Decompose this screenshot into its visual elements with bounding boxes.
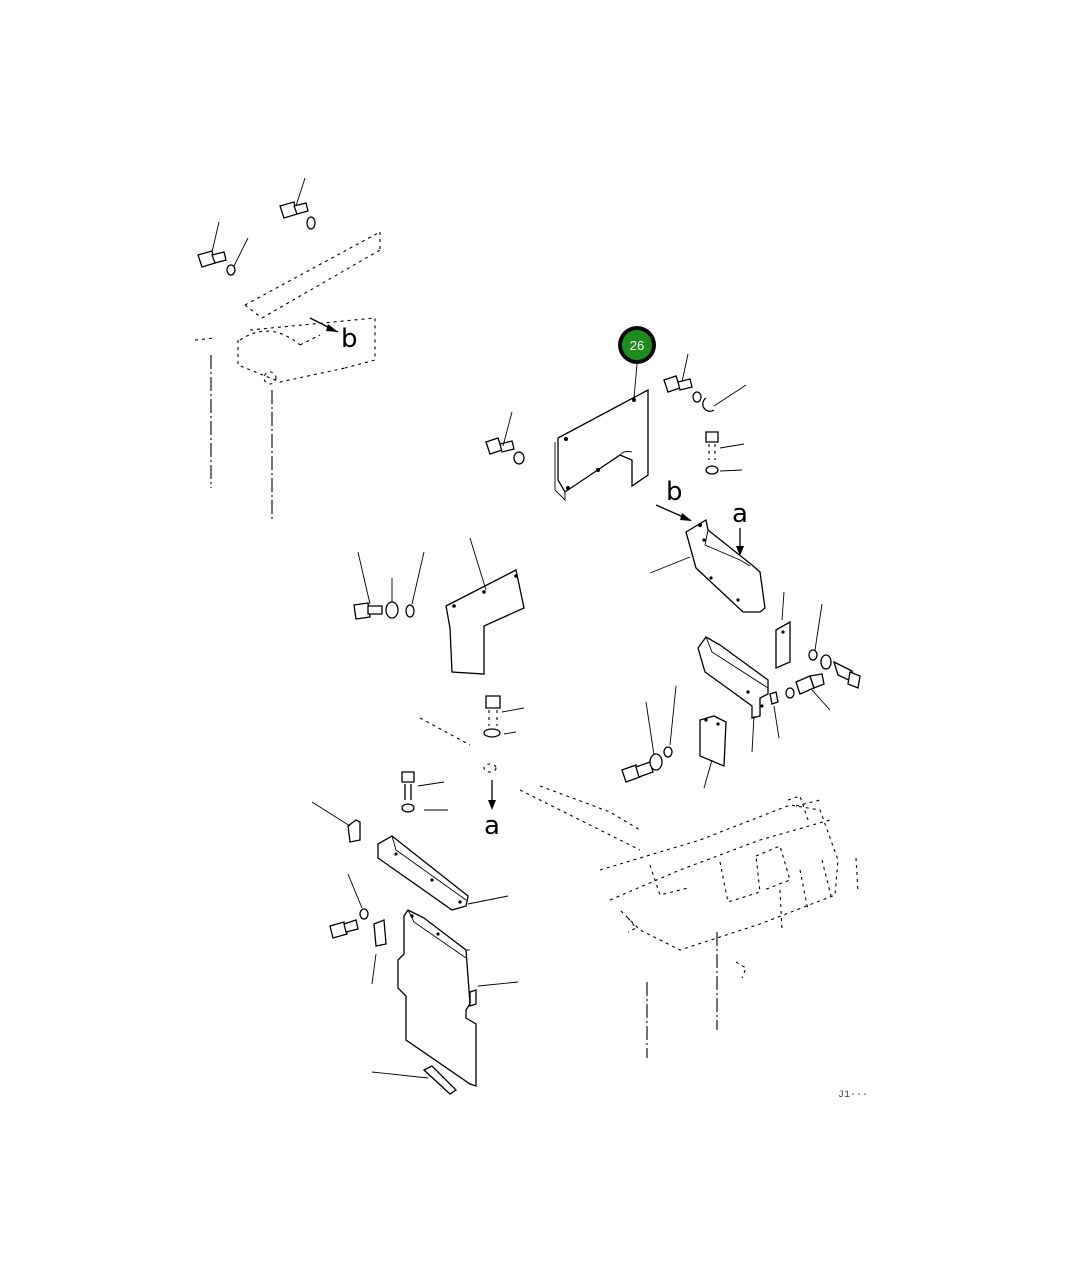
small-vertical-plate: [775, 591, 791, 669]
bolt-right-lower-1: [808, 603, 861, 689]
view-arrow-a-mid: a: [732, 499, 748, 556]
drawing-code: J1···: [838, 1090, 868, 1101]
bolt-mid-left: [353, 551, 425, 620]
bolt-vertical-right: [705, 431, 745, 475]
bolt-mid-right: [621, 685, 677, 783]
view-label-b-upper: b: [341, 324, 358, 354]
bolt-upper-1: [279, 177, 316, 230]
upper-frame-assembly: [194, 231, 381, 520]
bolt-center-vertical-2: [401, 771, 448, 813]
mid-left-cover-plate: [445, 537, 525, 675]
view-label-b-mid: b: [666, 477, 683, 507]
small-spacer-plate: [371, 919, 387, 985]
bolt-right-lower-2: [785, 673, 831, 711]
callout-badge-26[interactable]: 26: [618, 326, 656, 399]
bolt-cover-right: [663, 353, 747, 412]
bolt-upper-2: [197, 221, 249, 276]
dotted-link-1: [419, 717, 471, 746]
view-label-a-mid: a: [732, 499, 748, 529]
view-label-a-lower: a: [484, 811, 500, 841]
seal-strip: [371, 1065, 458, 1095]
long-angle-bracket: [377, 835, 509, 911]
right-bracket-panel: [649, 518, 766, 613]
callout-number: 26: [630, 338, 644, 353]
bolt-lower-left: [329, 873, 369, 939]
dotted-link-2: [519, 789, 641, 851]
large-lower-cover: [397, 909, 519, 1087]
view-arrow-b-upper: b: [309, 317, 358, 354]
view-arrow-b-mid: b: [655, 477, 692, 521]
upper-cover-plate: [554, 388, 649, 502]
small-plate-mid-right: [699, 715, 727, 789]
small-clip-bracket: [311, 801, 361, 843]
bolt-cover-left: [485, 411, 525, 465]
view-arrow-a-lower: a: [483, 763, 500, 841]
bolt-center-vertical-1: [483, 695, 525, 738]
lower-right-cab-frame: [539, 785, 859, 1058]
right-support-bracket: [697, 636, 780, 753]
